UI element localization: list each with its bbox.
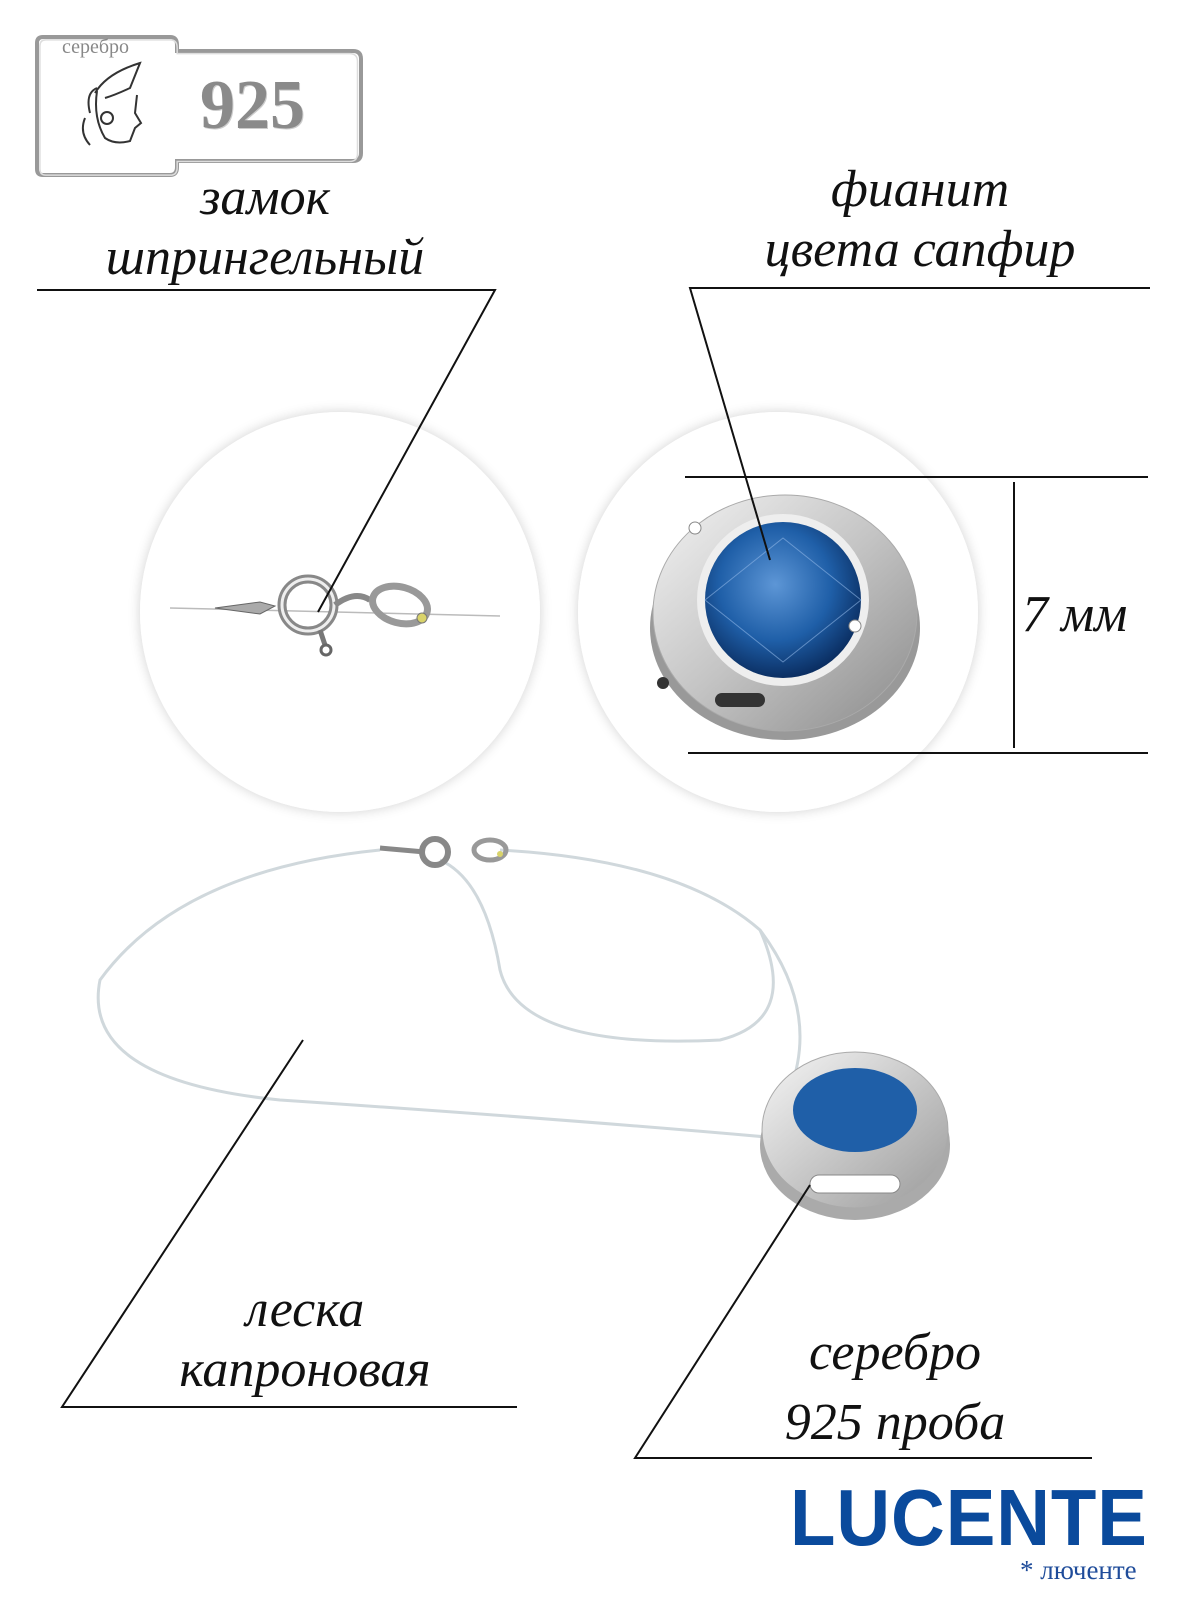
clasp-caption-line1: замок	[200, 169, 330, 226]
clasp-caption: замок шпрингельный	[60, 168, 470, 288]
stone-caption: фианит цвета сапфир	[710, 160, 1130, 280]
pendant-closeup-image	[650, 494, 920, 740]
lucente-logo: LUCENTE	[790, 1473, 1148, 1562]
cord-caption: леска капроновая	[140, 1280, 470, 1400]
hallmark-number: 925	[200, 67, 305, 144]
cord-caption-line2: капроновая	[179, 1341, 431, 1398]
pendant-image	[760, 1051, 950, 1220]
metal-caption: серебро 925 проба	[740, 1318, 1050, 1458]
hallmark-label: серебро	[62, 36, 130, 58]
clasp-caption-line2: шпрингельный	[105, 229, 425, 286]
size-label: 7 мм	[1022, 586, 1128, 643]
metal-caption-line2: 925 проба	[784, 1394, 1006, 1451]
goddess-head-icon	[81, 61, 143, 146]
silver-hallmark-925	[35, 35, 363, 177]
stone-caption-line2: цвета сапфир	[764, 221, 1076, 278]
clasp-closeup-image	[169, 574, 501, 657]
stone-caption-line1: фианит	[830, 161, 1010, 218]
metal-caption-line1: серебро	[808, 1324, 982, 1381]
cord-caption-line1: леска	[245, 1281, 365, 1338]
necklace-image	[96, 836, 950, 1220]
brand-subtitle: * люченте	[1020, 1555, 1137, 1585]
